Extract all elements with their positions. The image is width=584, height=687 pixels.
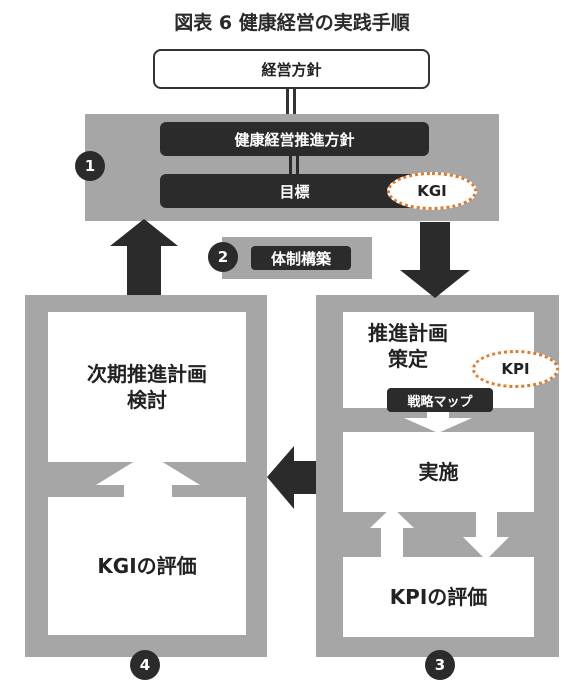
arrow-left-to-step4 bbox=[267, 446, 316, 509]
strategy-map-label: 戦略マップ bbox=[407, 394, 473, 410]
arrow-down-implementation-to-kpi bbox=[463, 512, 509, 560]
step2-number-badge: 2 bbox=[208, 242, 238, 272]
arrow-down-plan-to-implementation bbox=[404, 412, 472, 433]
next-plan-line2: 検討 bbox=[127, 388, 167, 412]
policy-connector-2 bbox=[293, 89, 296, 115]
health-policy-label: 健康経営推進方針 bbox=[234, 130, 355, 149]
step3-number-badge: 3 bbox=[425, 650, 455, 680]
kgi-eval-label: KGIの評価 bbox=[97, 554, 197, 578]
step1-number: 1 bbox=[84, 157, 96, 175]
kgi-oval: KGI bbox=[387, 172, 477, 210]
kgi-label: KGI bbox=[417, 182, 447, 200]
step4-number: 4 bbox=[139, 656, 151, 674]
arrow-down-to-step3 bbox=[400, 222, 470, 298]
diagram-title: 図表 6 健康経営の実践手順 bbox=[174, 12, 410, 34]
kpi-eval-box: KPIの評価 bbox=[343, 557, 534, 637]
kpi-label: KPI bbox=[501, 360, 530, 378]
step4-number-badge: 4 bbox=[130, 650, 160, 680]
structure-bar: 体制構築 bbox=[251, 246, 351, 270]
kpi-eval-label: KPIの評価 bbox=[389, 585, 488, 609]
implementation-box: 実施 bbox=[343, 432, 534, 512]
strategy-map-tag: 戦略マップ bbox=[387, 388, 493, 412]
goal-bar: 目標 bbox=[160, 174, 429, 208]
management-policy-box: 経営方針 bbox=[153, 49, 430, 89]
arrow-up-to-step1 bbox=[110, 219, 178, 295]
step2-number: 2 bbox=[217, 248, 229, 266]
implementation-label: 実施 bbox=[418, 460, 459, 484]
goal-label: 目標 bbox=[279, 182, 310, 201]
step1-number-badge: 1 bbox=[75, 151, 105, 181]
inner-connector-2 bbox=[296, 156, 299, 174]
policy-connector bbox=[286, 89, 289, 115]
structure-label: 体制構築 bbox=[270, 249, 331, 268]
arrow-up-kpi-to-implementation bbox=[370, 507, 414, 557]
health-policy-bar: 健康経営推進方針 bbox=[160, 122, 429, 156]
plan-line2: 策定 bbox=[388, 347, 428, 371]
kpi-oval: KPI bbox=[472, 350, 559, 388]
step3-number: 3 bbox=[434, 656, 446, 674]
arrow-up-kgi-to-next bbox=[96, 453, 200, 497]
management-policy-label: 経営方針 bbox=[261, 60, 322, 79]
next-plan-box: 次期推進計画 検討 bbox=[48, 312, 246, 462]
kgi-eval-box: KGIの評価 bbox=[48, 497, 246, 635]
plan-line1: 推進計画 bbox=[368, 321, 448, 345]
next-plan-line1: 次期推進計画 bbox=[87, 362, 207, 386]
inner-connector bbox=[289, 156, 292, 174]
